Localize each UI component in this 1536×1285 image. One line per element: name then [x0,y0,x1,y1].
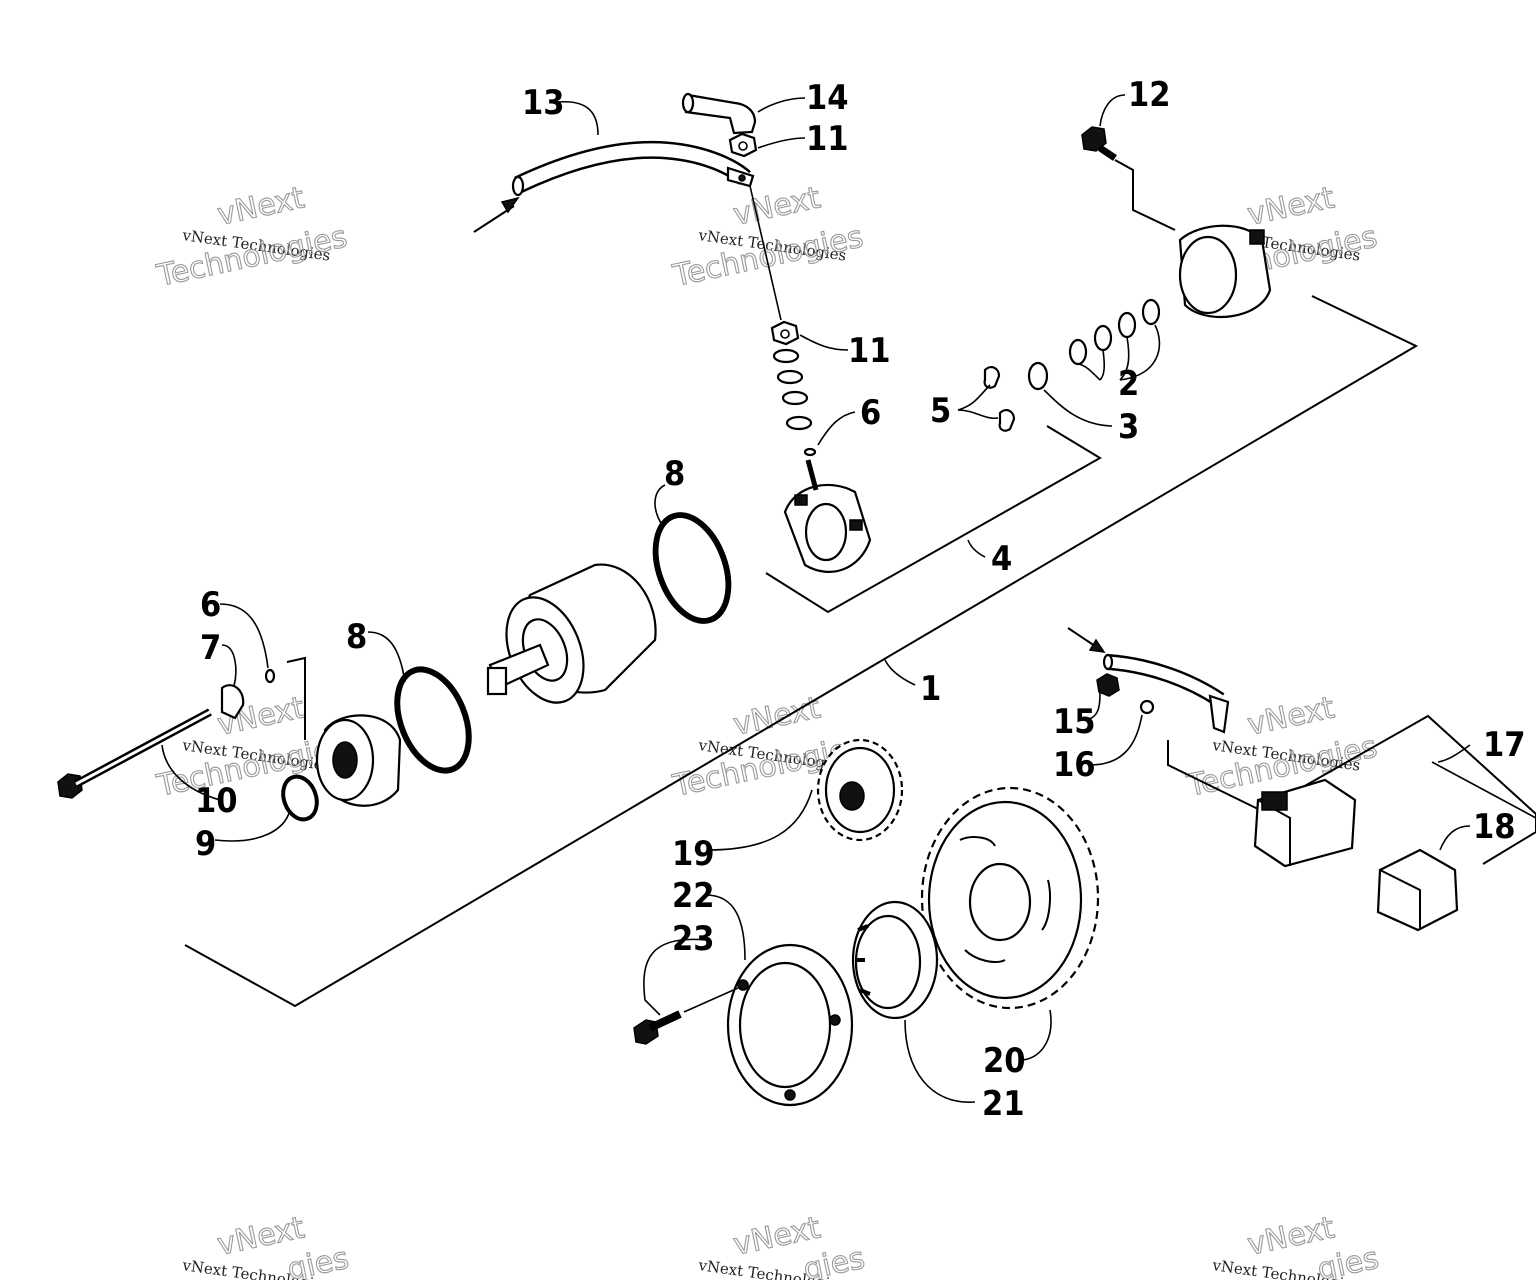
callout-8-top: 8 [664,454,685,494]
clutch-21 [851,900,939,1020]
front-cover [315,714,402,807]
starter-motor-housing [486,563,657,704]
bracket-4 [765,425,1102,614]
callout-labels: 1 2 3 4 5 6 6 7 8 8 9 10 11 11 12 13 14 … [195,75,1526,1124]
callout-19: 19 [672,834,715,874]
callout-6-left: 6 [200,585,221,625]
callout-17: 17 [1483,725,1526,765]
watermark-bottom-left: vNext vNext Technologies gies [180,1210,352,1285]
arrow-17-head [1088,638,1106,653]
callout-3: 3 [1118,407,1139,447]
arrow-13-head [500,196,520,214]
svg-text:vNext: vNext [214,180,307,233]
nut-11-top [728,132,758,158]
svg-text:vNext: vNext [730,690,823,743]
callout-10: 10 [195,781,238,821]
bracket-front [286,656,306,740]
callout-13: 13 [522,83,565,123]
cable-13 [511,140,755,197]
watermark-bottom-right: vNext vNext Technologies gies [1210,1210,1382,1285]
nut-11-post [770,320,800,346]
terminal-boot-14 [681,92,757,135]
callout-4: 4 [991,539,1012,579]
callout-2: 2 [1118,364,1139,404]
leader-lines [161,94,1471,1103]
svg-text:vNext: vNext [1244,180,1337,233]
washer-16 [1139,699,1155,715]
relay-cover-18 [1376,848,1459,932]
o-ring-6-top [803,447,817,457]
callout-16: 16 [1053,745,1096,785]
o-ring-8-lower [394,666,472,774]
callout-11-post: 11 [848,331,891,371]
callout-7: 7 [200,628,221,668]
callout-22: 22 [672,876,715,916]
bracket-17-leader [1431,761,1536,819]
washer-7 [220,684,245,720]
bolt-10 [57,708,212,799]
clip-5 [983,366,1016,432]
wire-to-post [749,185,782,321]
end-cover [1178,224,1272,319]
o-ring-8-upper [652,512,732,624]
callout-20: 20 [983,1041,1026,1081]
callout-11-top: 11 [806,119,849,159]
callout-1: 1 [920,669,941,709]
plate-22 [726,943,854,1107]
watermark-top-center: vNext vNext Technologies Technologies [669,180,867,295]
svg-text:vNext: vNext [730,180,823,233]
callout-14: 14 [806,78,849,118]
bracket-17 [1279,714,1536,865]
bracket-1 [184,295,1419,1008]
callout-23: 23 [672,919,715,959]
callout-9: 9 [195,824,216,864]
o-ring-6-left [264,668,276,684]
cable-17 [1102,653,1230,734]
relay-bracket [1167,740,1261,811]
callout-8-left: 8 [346,617,367,657]
callout-15: 15 [1053,702,1096,742]
relay-17 [1253,778,1357,868]
callout-5: 5 [930,391,951,431]
washers-2 [1068,298,1161,366]
callout-18: 18 [1473,807,1516,847]
svg-text:vNext: vNext [1244,690,1337,743]
brush-holder-4 [783,459,872,573]
nut-15 [1096,673,1120,697]
callout-6-top: 6 [860,393,881,433]
bolt-23 [633,987,739,1045]
watermark-bottom-center: vNext vNext Technologies gies [696,1210,868,1285]
watermark-top-left: vNext vNext Technologies Technologies [153,180,351,295]
gear-20 [920,786,1100,1010]
callout-21: 21 [982,1084,1025,1124]
gear-19 [816,738,904,842]
washer-3 [1027,361,1049,391]
o-ring-9 [281,774,319,822]
callout-12: 12 [1128,75,1171,115]
bolt-12 [1081,126,1176,231]
washer-stack [772,348,813,431]
